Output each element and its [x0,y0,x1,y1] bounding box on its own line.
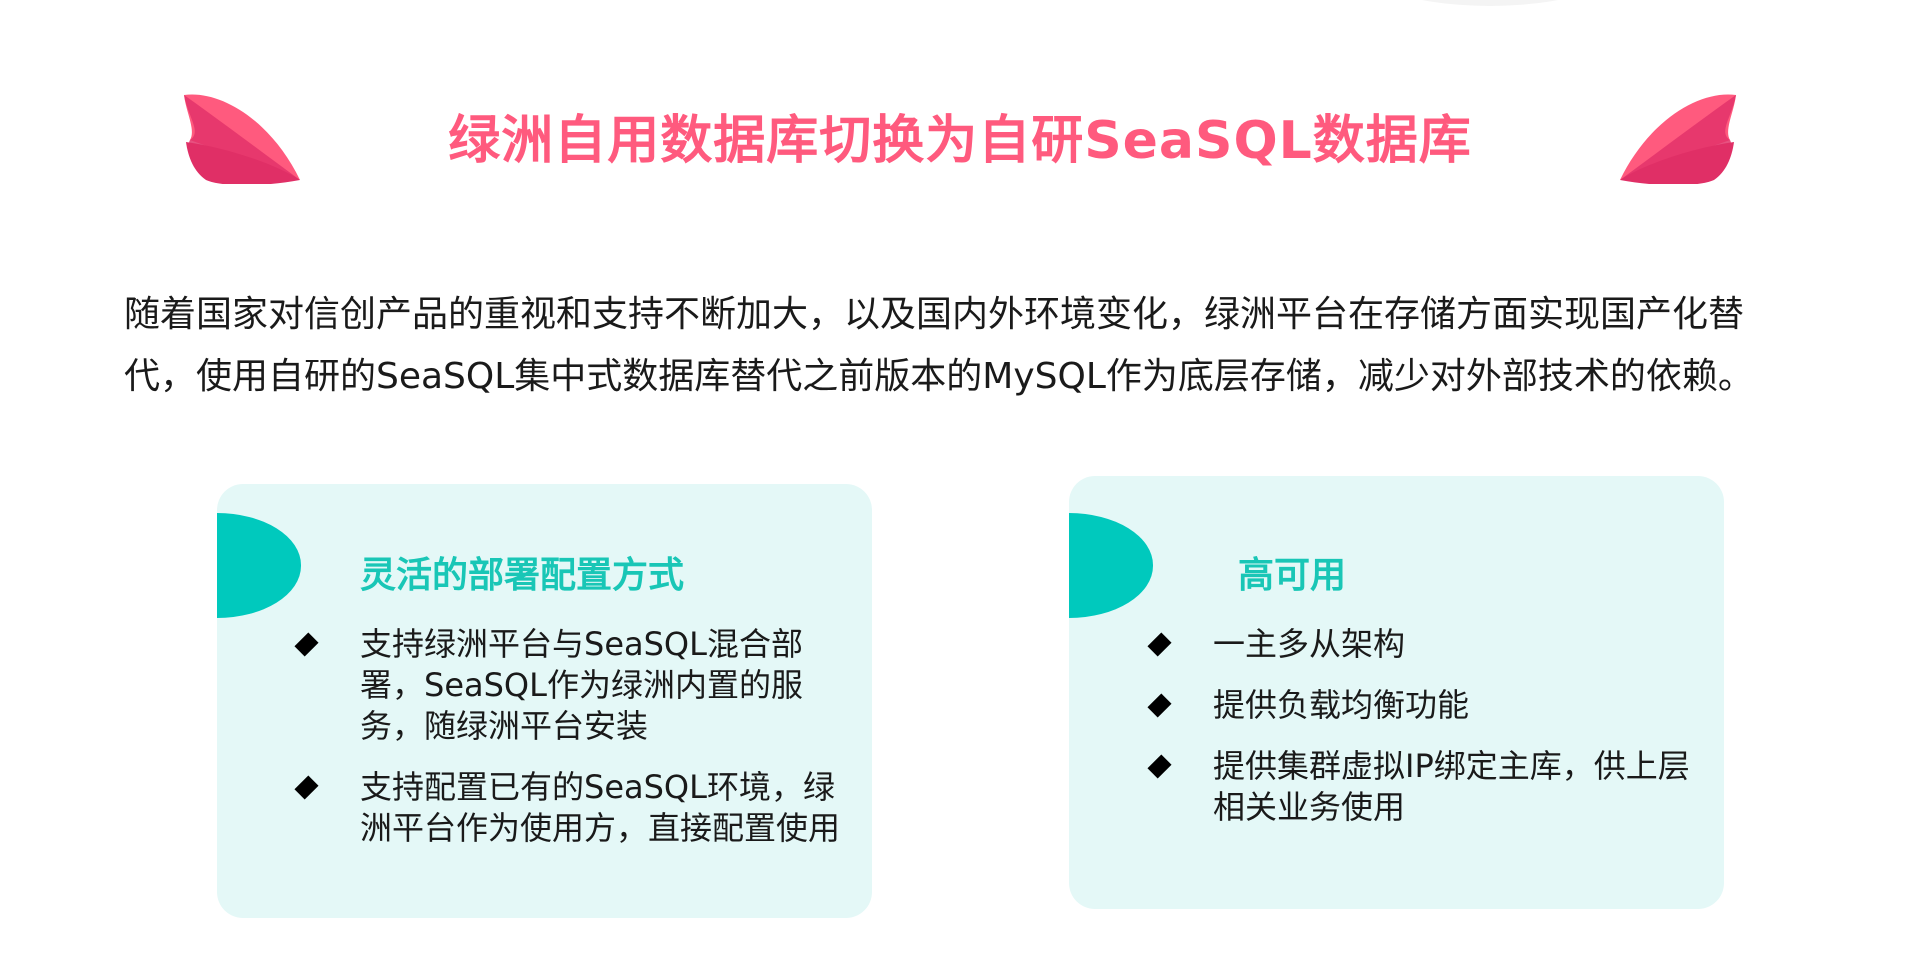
diamond-icon [294,775,319,800]
card-title: 高可用 [1238,555,1347,596]
feature-list: 一主多从架构 提供负载均衡功能 提供集群虚拟IP绑定主库，供上层相关业务使用 [1147,624,1693,848]
half-circle-decoration [217,513,301,618]
feature-list: 支持绿洲平台与SeaSQL混合部署，SeaSQL作为绿洲内置的服务，随绿洲平台安… [294,624,850,869]
diamond-icon [1147,693,1172,718]
list-item: 一主多从架构 [1147,624,1693,665]
list-item: 支持绿洲平台与SeaSQL混合部署，SeaSQL作为绿洲内置的服务，随绿洲平台安… [294,624,850,747]
background-decoration [1330,0,1650,6]
half-circle-decoration [1069,513,1153,618]
leaf-icon [184,94,300,184]
feature-card-deployment: 灵活的部署配置方式 支持绿洲平台与SeaSQL混合部署，SeaSQL作为绿洲内置… [217,484,872,918]
intro-paragraph: 随着国家对信创产品的重视和支持不断加大，以及国内外环境变化，绿洲平台在存储方面实… [124,294,1754,397]
diamond-icon [294,632,319,657]
diamond-icon [1147,632,1172,657]
page-title: 绿洲自用数据库切换为自研SeaSQL数据库 [448,111,1472,171]
feature-card-high-availability: 高可用 一主多从架构 提供负载均衡功能 提供集群虚拟IP绑定主库，供上层相关业务… [1069,476,1724,909]
card-title: 灵活的部署配置方式 [360,555,685,596]
list-item: 支持配置已有的SeaSQL环境，绿洲平台作为使用方，直接配置使用 [294,767,850,849]
list-item: 提供集群虚拟IP绑定主库，供上层相关业务使用 [1147,746,1693,828]
diamond-icon [1147,754,1172,779]
leaf-icon [1620,94,1736,184]
list-item: 提供负载均衡功能 [1147,685,1693,726]
